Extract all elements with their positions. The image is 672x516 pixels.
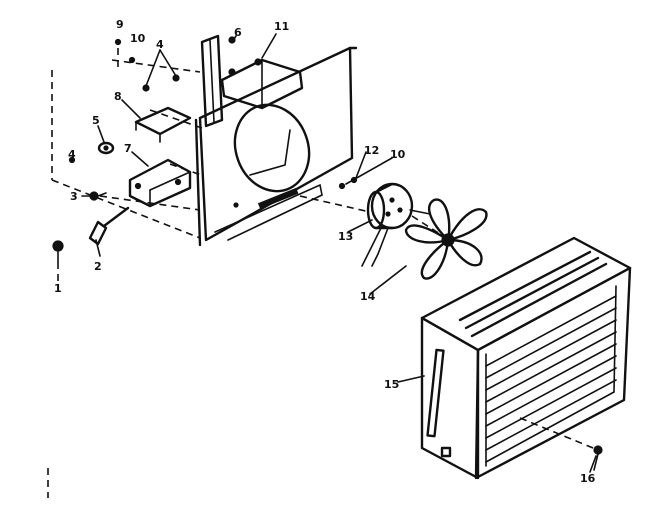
- upper-bracket: [220, 58, 304, 110]
- callout-4b: 4: [68, 148, 76, 161]
- callout-11: 11: [274, 20, 289, 33]
- fan-motor-13: [338, 176, 431, 267]
- callout-1: 1: [54, 282, 62, 295]
- callout-5: 5: [92, 114, 100, 127]
- callout-10b: 10: [390, 148, 406, 161]
- callout-8: 8: [114, 90, 122, 103]
- callout-9: 9: [116, 18, 124, 31]
- knob-5: [97, 141, 115, 155]
- support-rail: [200, 34, 236, 128]
- callout-14: 14: [360, 290, 376, 303]
- callout-10a: 10: [130, 32, 146, 45]
- callout-12: 12: [364, 144, 379, 157]
- callout-2: 2: [94, 260, 102, 273]
- cap-1: [52, 240, 64, 263]
- callout-4a: 4: [156, 38, 164, 51]
- fan-blade-14: [404, 198, 488, 280]
- callout-13: 13: [338, 230, 353, 243]
- bracket-8: [134, 106, 192, 143]
- callout-3: 3: [70, 190, 78, 203]
- callout-15: 15: [384, 378, 399, 391]
- callout-16: 16: [580, 472, 596, 485]
- assembly-lines: [47, 48, 599, 498]
- switch-housing-7: [128, 158, 192, 208]
- front-cabinet-15: [420, 236, 632, 480]
- callout-6: 6: [234, 26, 242, 39]
- callout-7: 7: [124, 142, 132, 155]
- switch-shaft-2: [88, 206, 130, 246]
- screws-top-left: [68, 38, 180, 164]
- fan-shroud-plate: [194, 46, 358, 247]
- leader-lines: [81, 33, 597, 473]
